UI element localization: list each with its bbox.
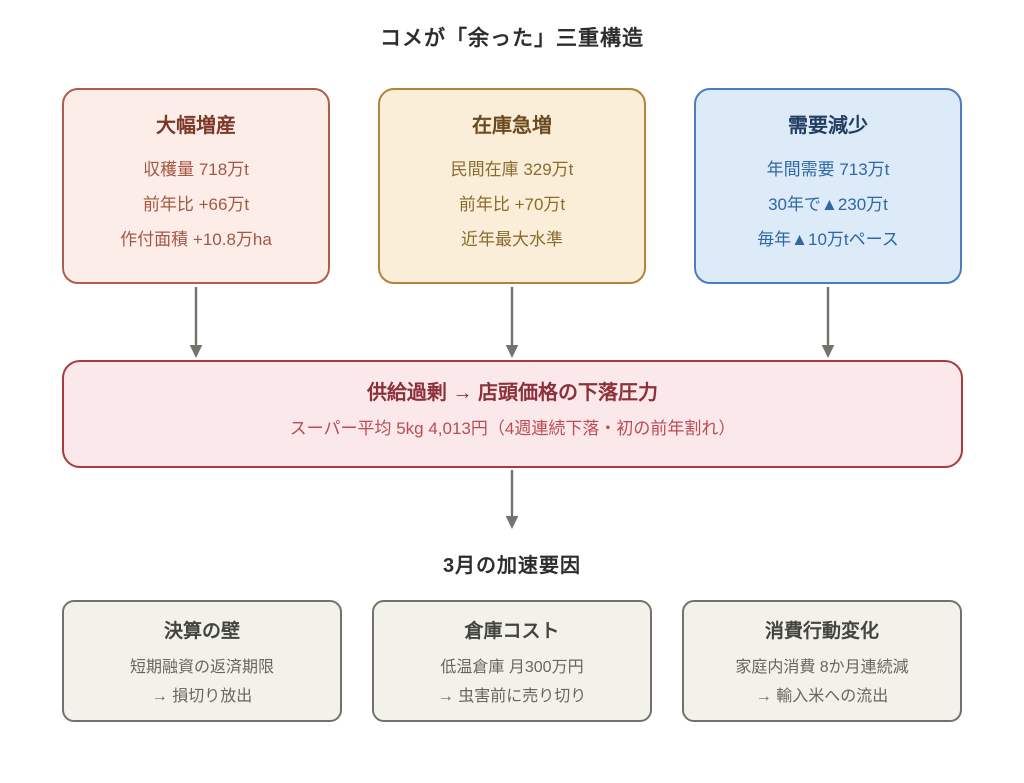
card-line: 近年最大水準 [461,230,563,249]
card-line: 毎年▲10万tペース [757,230,899,249]
down-arrow-icon [821,287,835,358]
card-line: → 虫害前に売り切り [437,688,587,705]
card-inventory-lines: 民間在庫 329万t 前年比 +70万t 近年最大水準 [380,152,644,257]
card-warehouse-title: 倉庫コスト [464,621,560,642]
down-arrow-icon [505,287,519,358]
down-arrow-icon [505,470,519,529]
card-line: 年間需要 713万t [766,160,890,179]
card-supply-title: 供給過剰 → 店頭価格の下落圧力 [366,382,659,404]
card-line: 民間在庫 329万t [450,160,574,179]
card-line: 前年比 +70万t [458,195,566,214]
card-demand: 需要減少 年間需要 713万t 30年で▲230万t 毎年▲10万tペース [694,88,962,284]
card-line: → 輸入米への流出 [755,688,889,705]
card-production: 大幅増産 収穫量 718万t 前年比 +66万t 作付面積 +10.8万ha [62,88,330,284]
card-demand-lines: 年間需要 713万t 30年で▲230万t 毎年▲10万tペース [696,152,960,257]
card-supply-subtitle: スーパー平均 5kg 4,013円（4週連続下落・初の前年割れ） [289,419,736,438]
card-settlement-wall: 決算の壁 短期融資の返済期限 → 損切り放出 [62,600,342,722]
card-line: 短期融資の返済期限 [129,659,274,676]
card-demand-title: 需要減少 [788,115,868,137]
card-line: 収穫量 718万t [143,160,249,179]
card-behavior-title: 消費行動変化 [764,621,879,642]
section-title: 3月の加速要因 [442,555,582,577]
card-inventory-title: 在庫急増 [472,115,552,137]
card-settlement-title: 決算の壁 [163,621,240,642]
card-settlement-lines: 短期融資の返済期限 → 損切り放出 [64,653,340,711]
card-line: 前年比 +66万t [142,195,250,214]
card-consumer-behavior: 消費行動変化 家庭内消費 8か月連続減 → 輸入米への流出 [682,600,962,722]
card-production-title: 大幅増産 [156,115,236,137]
card-production-lines: 収穫量 718万t 前年比 +66万t 作付面積 +10.8万ha [64,152,328,257]
card-inventory: 在庫急増 民間在庫 329万t 前年比 +70万t 近年最大水準 [378,88,646,284]
card-behavior-lines: 家庭内消費 8か月連続減 → 輸入米への流出 [684,653,960,711]
card-line: 低温倉庫 月300万円 [440,659,584,676]
card-warehouse-lines: 低温倉庫 月300万円 → 虫害前に売り切り [374,653,650,711]
card-line: → 損切り放出 [151,688,253,705]
card-warehouse-cost: 倉庫コスト 低温倉庫 月300万円 → 虫害前に売り切り [372,600,652,722]
diagram-title: コメが「余った」三重構造 [380,27,644,50]
down-arrow-icon [189,287,203,358]
card-line: 30年で▲230万t [768,195,888,214]
card-supply-surplus: 供給過剰 → 店頭価格の下落圧力 スーパー平均 5kg 4,013円（4週連続下… [62,360,963,468]
card-line: 作付面積 +10.8万ha [120,230,272,249]
card-line: 家庭内消費 8か月連続減 [735,659,909,676]
